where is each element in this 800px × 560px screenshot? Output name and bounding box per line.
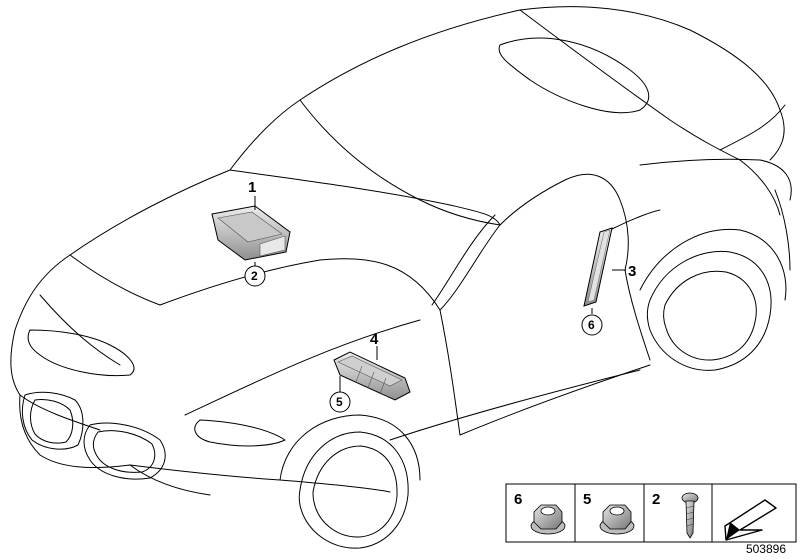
side-airbag-module[interactable] — [583, 227, 613, 307]
car-outline — [10, 6, 792, 549]
callout-4: 4 — [370, 331, 379, 348]
legend-label-2: 2 — [652, 491, 660, 508]
callout-2: 2 — [251, 269, 258, 283]
callout-6: 6 — [588, 318, 595, 332]
callout-1: 1 — [248, 179, 256, 196]
direction-arrow-icon — [724, 499, 777, 541]
callout-6-circle — [581, 314, 603, 336]
legend-label-6: 6 — [514, 491, 522, 508]
parts-legend: 6 5 2 — [505, 483, 797, 543]
diagram-number: 503896 — [745, 542, 786, 556]
callout-3: 3 — [628, 263, 636, 280]
torx-screw-icon — [681, 492, 699, 539]
legend-label-5: 5 — [583, 491, 591, 508]
hex-flange-nut-icon — [599, 504, 635, 535]
hex-flange-nut-icon — [530, 504, 566, 535]
callout-5-circle — [329, 391, 351, 413]
driver-airbag-module[interactable] — [211, 205, 291, 261]
knee-airbag-module[interactable] — [333, 351, 411, 401]
callout-2-circle — [244, 265, 266, 287]
callout-5: 5 — [336, 395, 343, 409]
